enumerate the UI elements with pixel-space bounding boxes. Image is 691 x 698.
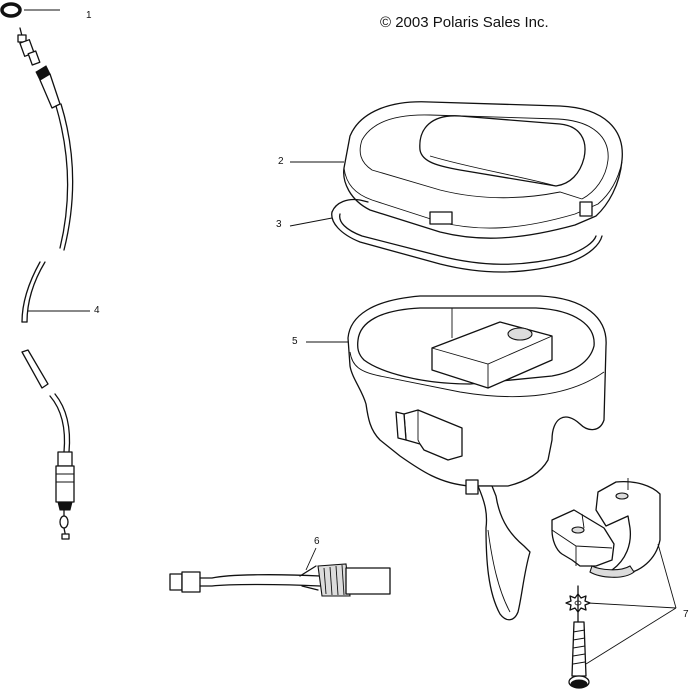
gasket-icon <box>331 198 603 273</box>
callout-2: 2 <box>278 156 284 167</box>
leader-line-6 <box>305 547 317 571</box>
callout-4: 4 <box>94 305 100 316</box>
throttle-cable-icon <box>17 27 75 540</box>
wire-harness-icon <box>169 563 391 597</box>
leader-line-3 <box>289 217 333 227</box>
clamp-hardware-icon <box>551 478 677 689</box>
callout-3: 3 <box>276 219 282 230</box>
copyright-text: © 2003 Polaris Sales Inc. <box>380 14 549 31</box>
housing-cover-icon <box>343 101 623 239</box>
callout-5: 5 <box>292 336 298 347</box>
o-ring-icon <box>0 2 22 18</box>
callout-6: 6 <box>314 536 320 547</box>
throttle-housing-icon <box>347 295 607 621</box>
callout-1: 1 <box>86 10 92 21</box>
callout-7: 7 <box>683 609 689 620</box>
